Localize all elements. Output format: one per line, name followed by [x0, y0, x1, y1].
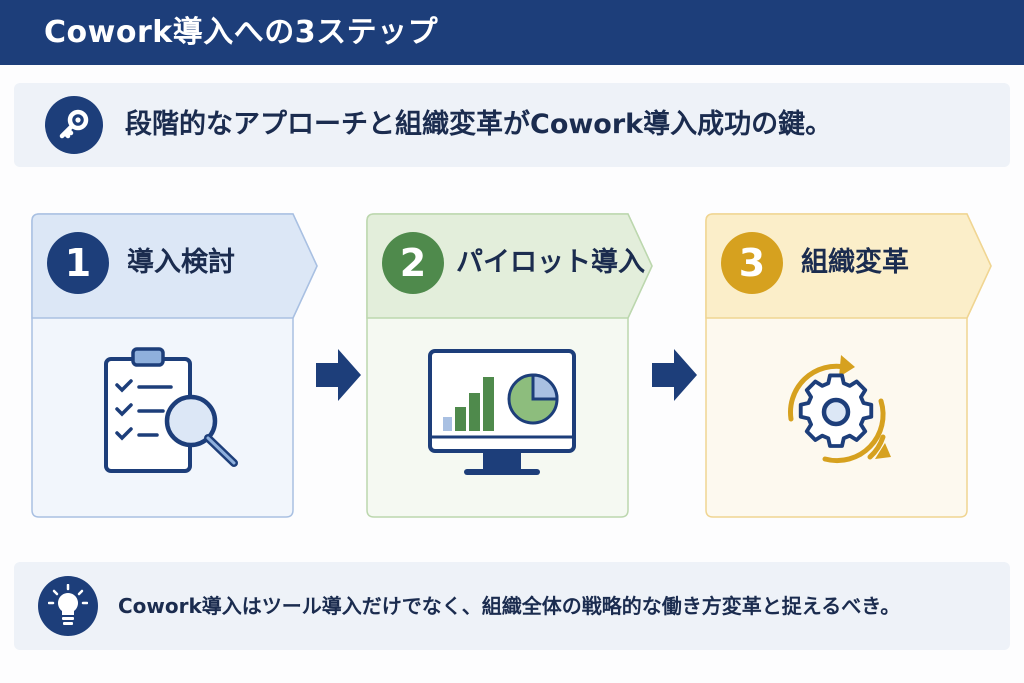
- step-number-badge: 1: [47, 232, 109, 294]
- step-card-3: 3 組織変革: [705, 213, 992, 518]
- step-title: 組織変革: [801, 247, 909, 278]
- step-card-1: 1 導入検討: [31, 213, 318, 518]
- monitor-chart-icon: [428, 349, 576, 475]
- note-text: Cowork導入はツール導入だけでなく、組織全体の戦略的な働き方変革と捉えるべき…: [118, 594, 901, 618]
- key-icon: [59, 109, 89, 139]
- key-message-text: 段階的なアプローチと組織変革がCowork導入成功の鍵。: [125, 109, 833, 140]
- step-number-badge: 2: [382, 232, 444, 294]
- clipboard-magnifier-icon: [104, 347, 238, 473]
- page-title: Cowork導入への3ステップ: [44, 15, 439, 50]
- step-number-badge: 3: [721, 232, 783, 294]
- step-title: 導入検討: [127, 247, 235, 278]
- arrow-right-icon: [652, 349, 697, 401]
- gear-cycle-icon: [788, 355, 891, 464]
- step-title: パイロット導入: [456, 247, 645, 278]
- arrow-right-icon: [316, 349, 361, 401]
- lightbulb-icon: [48, 584, 88, 625]
- note-banner: Cowork導入はツール導入だけでなく、組織全体の戦略的な働き方変革と捉えるべき…: [14, 562, 1010, 650]
- key-icon-badge: [45, 96, 103, 154]
- title-bar: Cowork導入への3ステップ: [0, 0, 1024, 65]
- step-card-2: 2 パイロット導入: [366, 213, 653, 518]
- key-message-banner: 段階的なアプローチと組織変革がCowork導入成功の鍵。: [14, 83, 1010, 167]
- lightbulb-icon-badge: [38, 576, 98, 636]
